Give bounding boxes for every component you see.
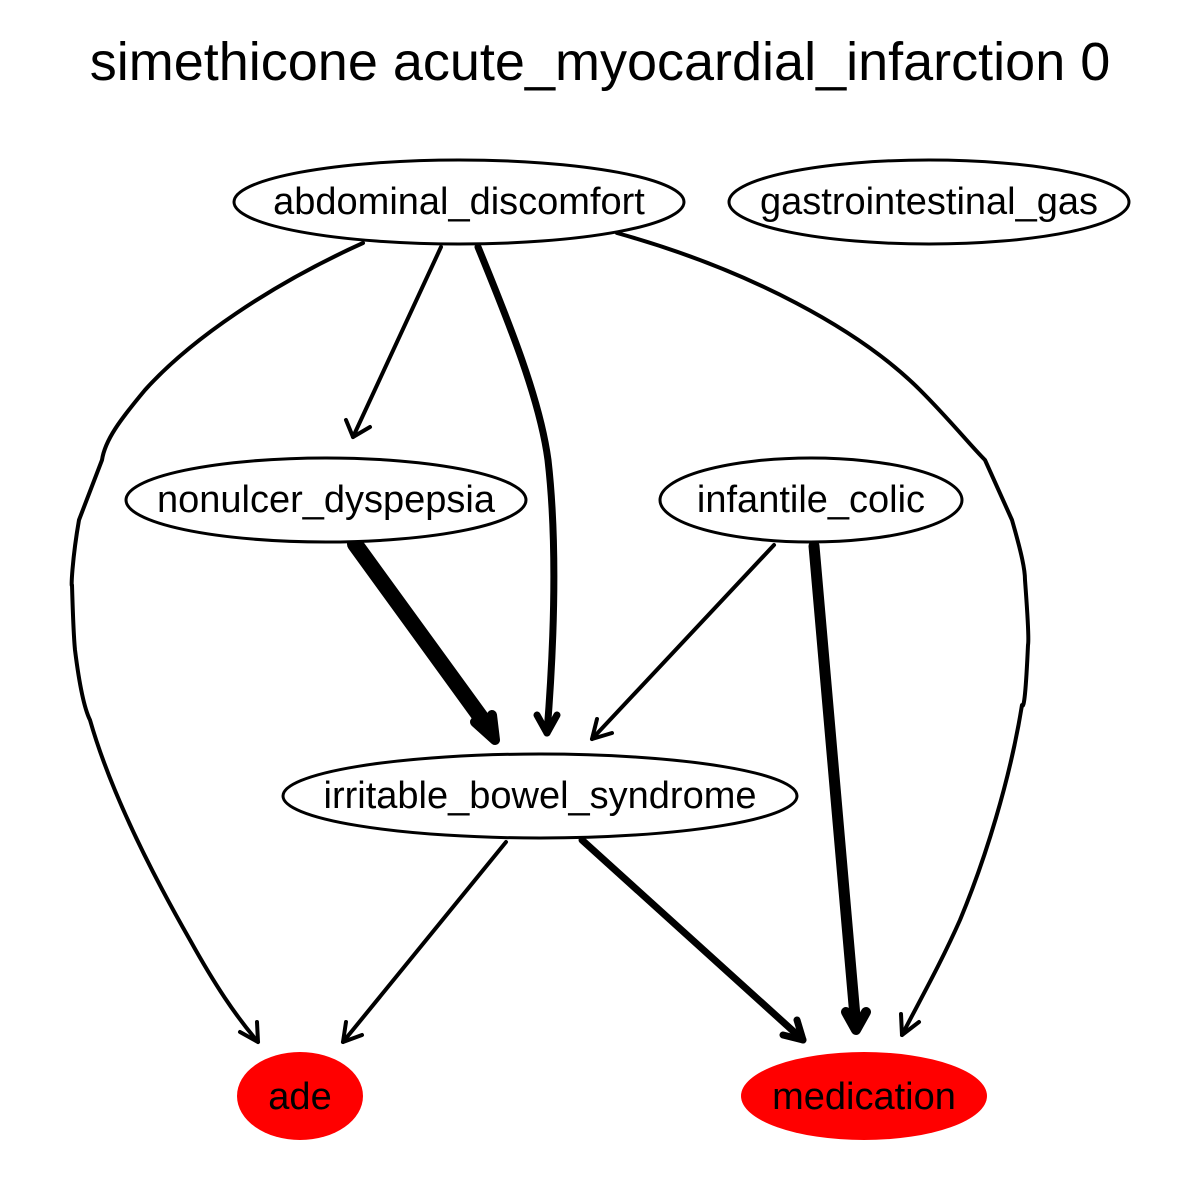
node-shape xyxy=(658,456,964,544)
node-label: irritable_bowel_syndrome xyxy=(324,775,757,817)
node-abdominal_discomfort[interactable]: abdominal_discomfort xyxy=(232,158,686,246)
edge-abdominal_discomfort-nonulcer_dyspepsia xyxy=(344,245,443,439)
node-nonulcer_dyspepsia[interactable]: nonulcer_dyspepsia xyxy=(124,456,528,544)
node-infantile_colic[interactable]: infantile_colic xyxy=(658,456,964,544)
node-label: medication xyxy=(772,1076,956,1118)
node-label: gastrointestinal_gas xyxy=(760,181,1098,223)
node-label: ade xyxy=(268,1076,331,1118)
edge-abdominal_discomfort-ade xyxy=(69,241,365,1044)
node-ade[interactable]: ade xyxy=(237,1052,363,1140)
node-shape xyxy=(124,456,528,544)
edge-nonulcer_dyspepsia-irritable_bowel_syndrome xyxy=(347,536,500,745)
node-label: abdominal_discomfort xyxy=(273,181,645,223)
edge-irritable_bowel_syndrome-medication xyxy=(578,836,807,1044)
node-shape xyxy=(727,158,1131,246)
graph-title: simethicone acute_myocardial_infarction … xyxy=(90,32,1111,92)
node-medication[interactable]: medication xyxy=(741,1052,987,1140)
node-label: infantile_colic xyxy=(697,479,925,521)
edge-infantile_colic-medication xyxy=(808,540,871,1035)
node-gastrointestinal_gas[interactable]: gastrointestinal_gas xyxy=(727,158,1131,246)
node-shape xyxy=(232,158,686,246)
edge-abdominal_discomfort-irritable_bowel_syndrome xyxy=(474,243,561,737)
edge-irritable_bowel_syndrome-ade xyxy=(341,840,508,1044)
node-shape xyxy=(741,1052,987,1140)
edge-infantile_colic-irritable_bowel_syndrome xyxy=(590,543,776,741)
node-shape xyxy=(237,1052,363,1140)
node-label: nonulcer_dyspepsia xyxy=(157,479,496,521)
edge-abdominal_discomfort-medication xyxy=(615,231,1031,1037)
node-shape xyxy=(281,752,799,840)
node-irritable_bowel_syndrome[interactable]: irritable_bowel_syndrome xyxy=(281,752,799,840)
edges xyxy=(69,231,1031,1044)
